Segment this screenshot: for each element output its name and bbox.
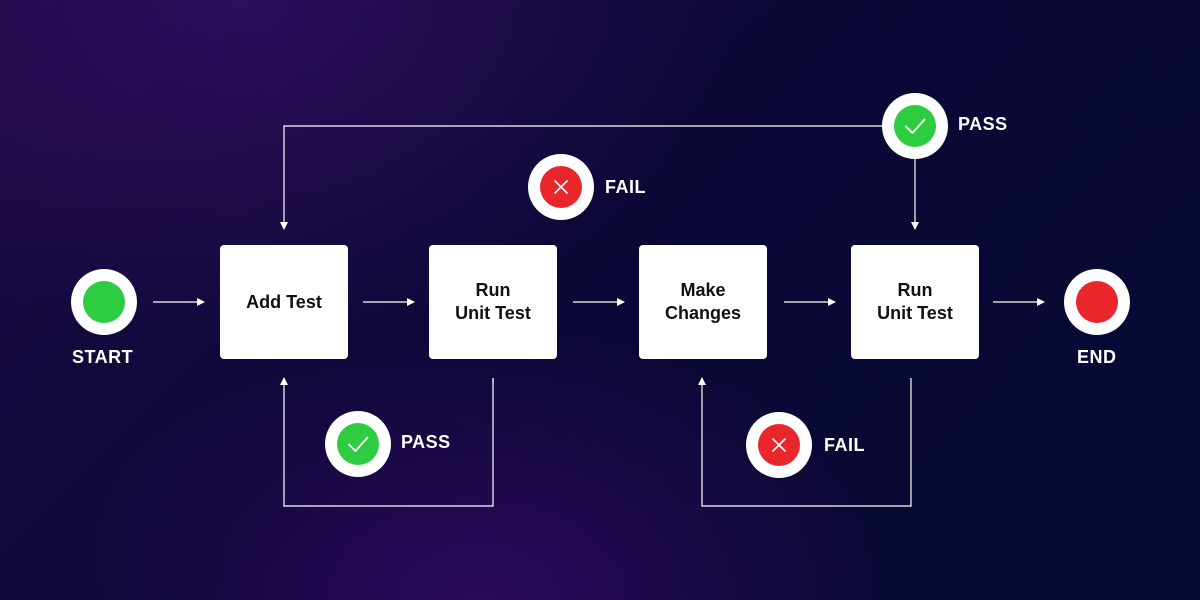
bottom-fail-badge <box>746 412 812 478</box>
bottom-fail-label: FAIL <box>824 435 865 455</box>
add-test-box: Add Test <box>220 245 348 359</box>
end-node <box>1064 269 1130 335</box>
start-node <box>71 269 137 335</box>
top-pass-badge <box>882 93 948 159</box>
make-changes-box: Make Changes <box>639 245 767 359</box>
start-label: START <box>72 347 134 367</box>
end-label: END <box>1077 347 1117 367</box>
x-icon <box>772 438 786 452</box>
top-pass-label: PASS <box>958 114 1008 134</box>
loop-bottom-fail <box>698 377 912 507</box>
bottom-pass-label: PASS <box>401 432 451 452</box>
top-fail-badge <box>528 154 594 220</box>
x-icon <box>554 180 568 194</box>
start-circle-icon <box>83 281 125 323</box>
check-icon <box>905 118 926 134</box>
bottom-pass-badge <box>325 411 391 477</box>
top-fail-label: FAIL <box>605 177 646 197</box>
check-icon <box>348 436 369 452</box>
run-unit-test-box-1: Run Unit Test <box>429 245 557 359</box>
loop-top-pass-to-add-test <box>280 125 883 230</box>
run-unit-test-box-2: Run Unit Test <box>851 245 979 359</box>
loop-bottom-pass <box>280 377 494 507</box>
end-circle-icon <box>1076 281 1118 323</box>
